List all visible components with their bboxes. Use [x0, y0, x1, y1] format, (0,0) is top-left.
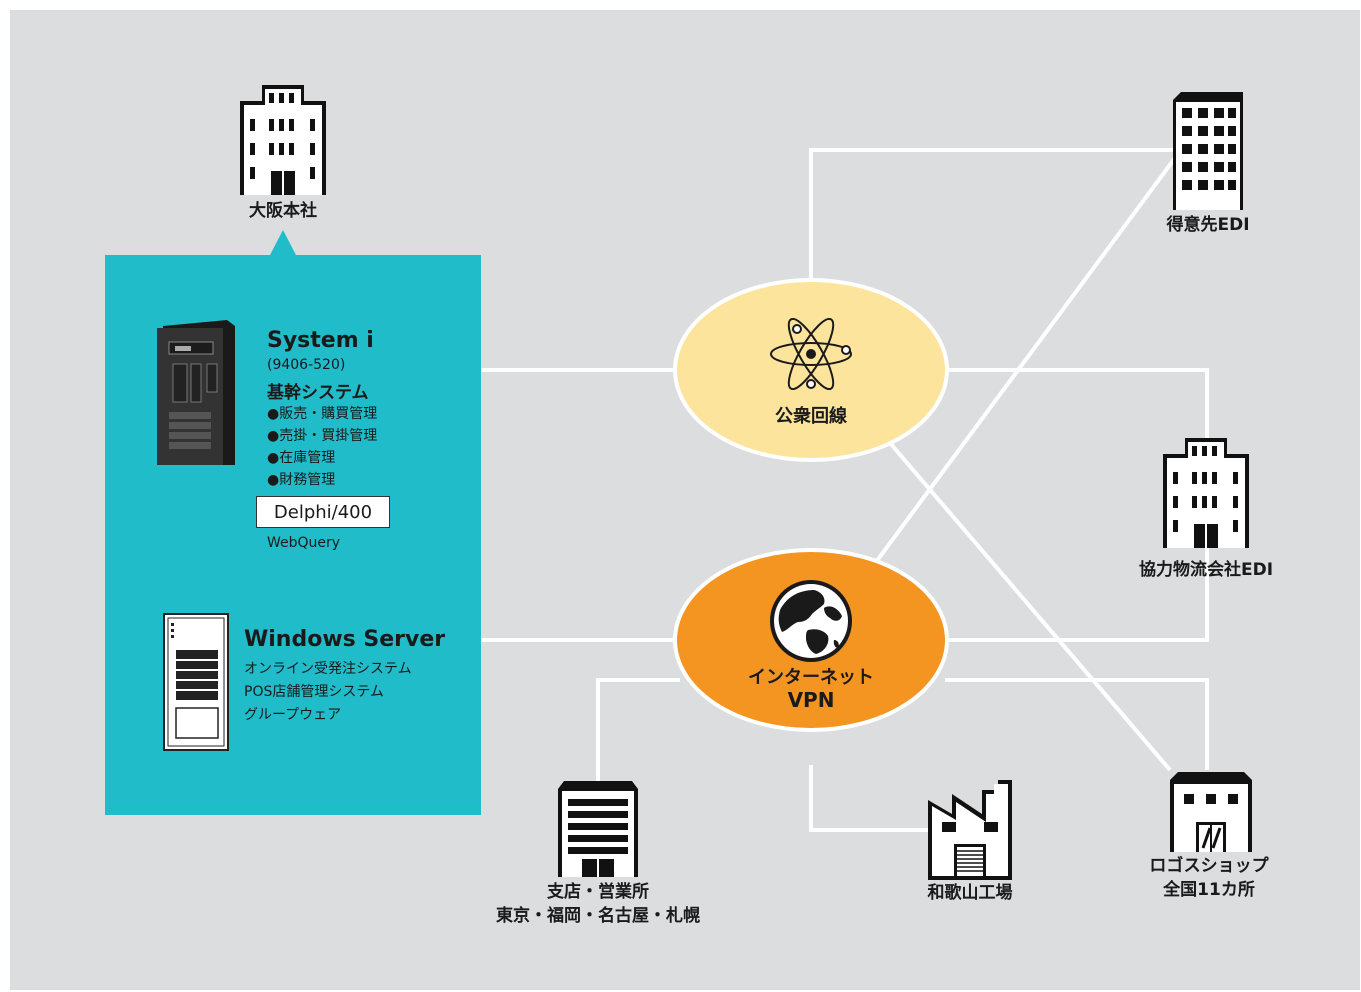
office-building-icon [1173, 92, 1243, 210]
wakayama-factory-label: 和歌山工場 [927, 883, 1013, 903]
logo-shop-label-line2: 全国11カ所 [1163, 880, 1255, 900]
office-building-icon [1163, 438, 1249, 548]
public-line-label: 公衆回線 [775, 406, 847, 427]
branch-label-line1: 支店・営業所 [547, 882, 649, 902]
windows-server-item: POS店舗管理システム [244, 684, 384, 700]
delphi-400-box: Delphi/400 [256, 496, 390, 528]
osaka-hq-label: 大阪本社 [249, 201, 317, 221]
logo-shop-label-line1: ロゴスショップ [1149, 856, 1269, 876]
atom-icon [770, 318, 852, 390]
public-line-ellipse [673, 278, 949, 462]
office-building-icon [240, 85, 326, 195]
system-i-title: System i [267, 328, 374, 353]
office-building-icon [558, 781, 638, 877]
rack-server-icon [163, 613, 229, 751]
system-i-subtitle: 基幹システム [267, 383, 369, 403]
windows-server-item: グループウェア [244, 707, 342, 723]
internet-vpn-label-line1: インターネット [748, 667, 874, 688]
diagram-canvas: 大阪本社 System i (9406-520) 基幹システム ●販売・購買管理… [10, 10, 1360, 990]
windows-server-item: オンライン受発注システム [244, 661, 412, 677]
branch-label-line2: 東京・福岡・名古屋・札幌 [496, 906, 700, 926]
system-i-item: ●販売・購買管理 [267, 406, 378, 422]
logistics-edi-label: 協力物流会社EDI [1138, 560, 1274, 580]
system-i-model: (9406-520) [267, 357, 346, 373]
system-i-item: ●在庫管理 [267, 450, 336, 466]
internet-vpn-label-line2: VPN [787, 688, 835, 712]
windows-server-title: Windows Server [244, 627, 446, 652]
globe-icon [770, 580, 852, 662]
system-i-item: ●財務管理 [267, 472, 336, 488]
hq-pointer-icon [270, 230, 296, 255]
system-i-item: ●売掛・買掛管理 [267, 428, 378, 444]
factory-icon [928, 780, 1012, 880]
customer-edi-label: 得意先EDI [1166, 215, 1250, 235]
tower-server-icon [157, 320, 235, 465]
shop-icon [1170, 772, 1252, 852]
webquery-label: WebQuery [267, 535, 341, 551]
